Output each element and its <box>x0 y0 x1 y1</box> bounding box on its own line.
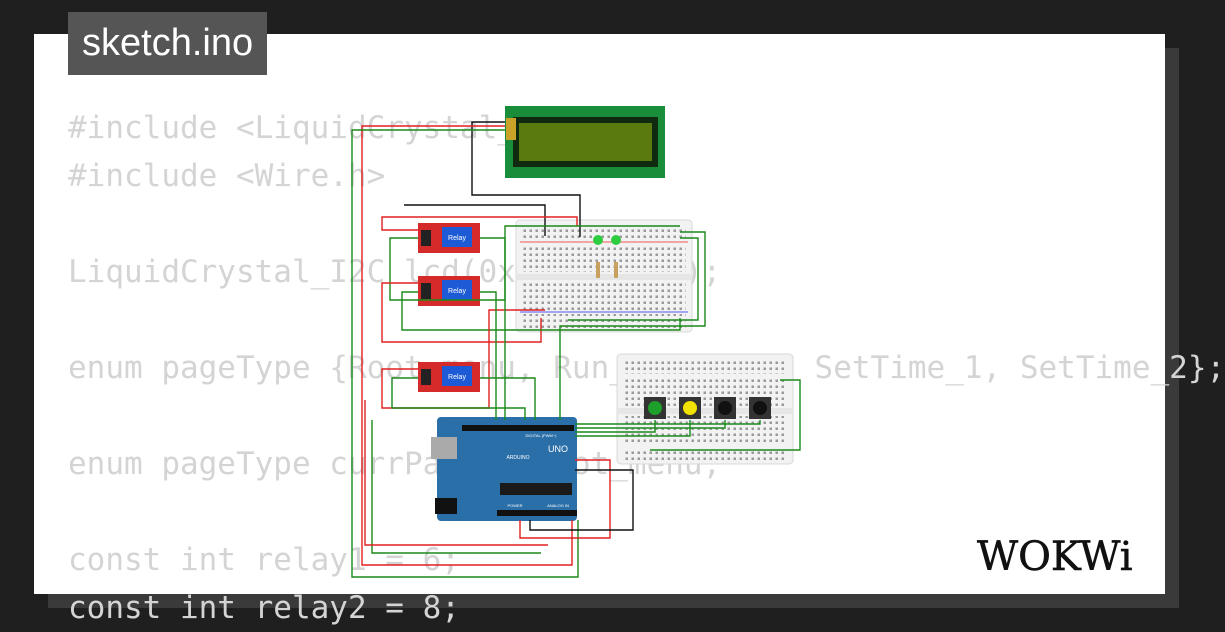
push-button-yellow <box>683 401 697 415</box>
wokwi-logo: WOKWi <box>977 534 1133 581</box>
power-pins-label: POWER <box>507 503 522 508</box>
code-line: const int relay1 = 6; <box>68 542 460 578</box>
resistor-right <box>614 262 618 278</box>
relay-module-3: Relay <box>418 362 480 392</box>
led-pair <box>593 235 621 278</box>
push-button-black <box>753 401 767 415</box>
file-tab[interactable]: sketch.ino <box>68 12 268 75</box>
relay-label: Relay <box>448 288 466 295</box>
push-buttons <box>644 397 771 419</box>
arduino-model-label: UNO <box>548 444 568 454</box>
code-line: const int relay2 = 8; <box>68 590 460 626</box>
wokwi-logo-text: WOKWi <box>977 534 1133 580</box>
breadboard-main <box>515 219 693 333</box>
code-line: #include <Wire.h> <box>68 158 386 194</box>
relay-label: Relay <box>448 235 466 242</box>
resistor-left <box>596 262 600 278</box>
relay-module-1: Relay <box>418 223 480 253</box>
led-right <box>611 235 621 245</box>
lcd-display <box>505 106 665 178</box>
arduino-brand-label: ARDUINO <box>506 455 529 461</box>
led-left <box>593 235 603 245</box>
analog-pins-label: ANALOG IN <box>547 503 569 508</box>
digital-pins-label: DIGITAL (PWM~) <box>526 433 558 438</box>
relay-module-2: Relay <box>418 276 480 306</box>
arduino-uno: UNO ARDUINO DIGITAL (PWM~) ANALOG IN POW… <box>431 417 577 521</box>
push-button-black <box>718 401 732 415</box>
circuit-diagram: Relay Relay Relay UNO <box>351 106 801 578</box>
relay-label: Relay <box>448 374 466 381</box>
wires <box>351 121 801 578</box>
push-button-green <box>648 401 662 415</box>
